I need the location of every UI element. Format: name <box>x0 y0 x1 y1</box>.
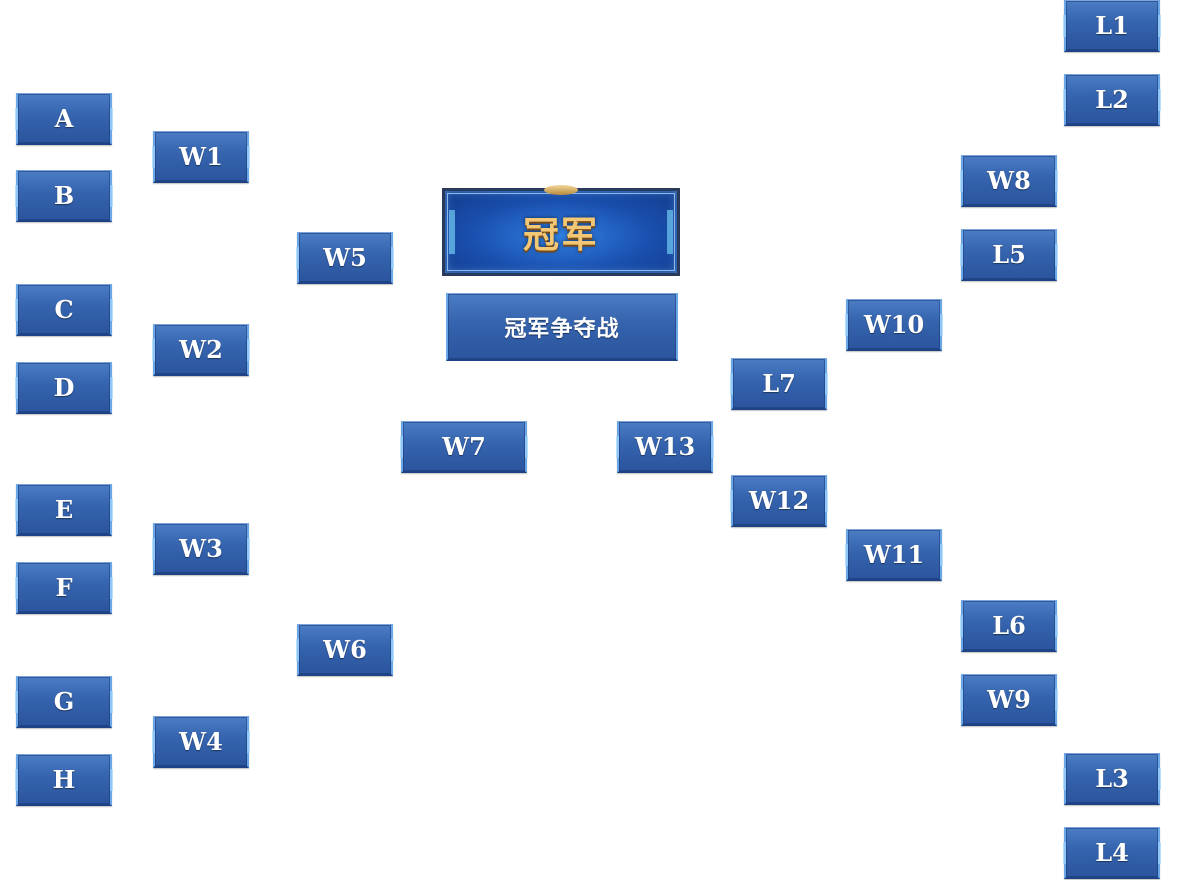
bracket-slot-w8[interactable]: W8 <box>960 155 1058 207</box>
bracket-slot-w9[interactable]: W9 <box>960 674 1058 726</box>
bracket-slot-f[interactable]: F <box>15 562 113 614</box>
champion-banner: 冠军 <box>442 185 680 276</box>
bracket-slot-l6[interactable]: L6 <box>960 600 1058 652</box>
bracket-slot-e[interactable]: E <box>15 484 113 536</box>
bracket-slot-l5[interactable]: L5 <box>960 229 1058 281</box>
champion-title: 冠军 <box>522 214 599 256</box>
bracket-slot-b[interactable]: B <box>15 170 113 222</box>
bracket-slot-l2[interactable]: L2 <box>1063 74 1161 126</box>
bracket-slot-l3[interactable]: L3 <box>1063 753 1161 805</box>
bracket-slot-a[interactable]: A <box>15 93 113 145</box>
championship-match-slot[interactable]: 冠军争夺战 <box>446 293 678 361</box>
bracket-slot-w5[interactable]: W5 <box>296 232 394 284</box>
bracket-slot-l4[interactable]: L4 <box>1063 827 1161 879</box>
bracket-slot-l1[interactable]: L1 <box>1063 0 1161 52</box>
bracket-slot-w11[interactable]: W11 <box>845 529 943 581</box>
banner-left-ornament-icon <box>449 210 455 254</box>
bracket-slot-c[interactable]: C <box>15 284 113 336</box>
crest-ornament-icon <box>544 185 578 195</box>
banner-right-ornament-icon <box>667 210 673 254</box>
bracket-slot-l7[interactable]: L7 <box>730 358 828 410</box>
bracket-slot-w4[interactable]: W4 <box>152 716 250 768</box>
bracket-slot-w3[interactable]: W3 <box>152 523 250 575</box>
bracket-slot-h[interactable]: H <box>15 754 113 806</box>
bracket-slot-w2[interactable]: W2 <box>152 324 250 376</box>
bracket-slot-g[interactable]: G <box>15 676 113 728</box>
bracket-slot-w13[interactable]: W13 <box>616 421 714 473</box>
bracket-slot-w1[interactable]: W1 <box>152 131 250 183</box>
bracket-slot-w10[interactable]: W10 <box>845 299 943 351</box>
bracket-slot-w6[interactable]: W6 <box>296 624 394 676</box>
bracket-slot-d[interactable]: D <box>15 362 113 414</box>
bracket-slot-w12[interactable]: W12 <box>730 475 828 527</box>
bracket-slot-w7[interactable]: W7 <box>400 421 528 473</box>
